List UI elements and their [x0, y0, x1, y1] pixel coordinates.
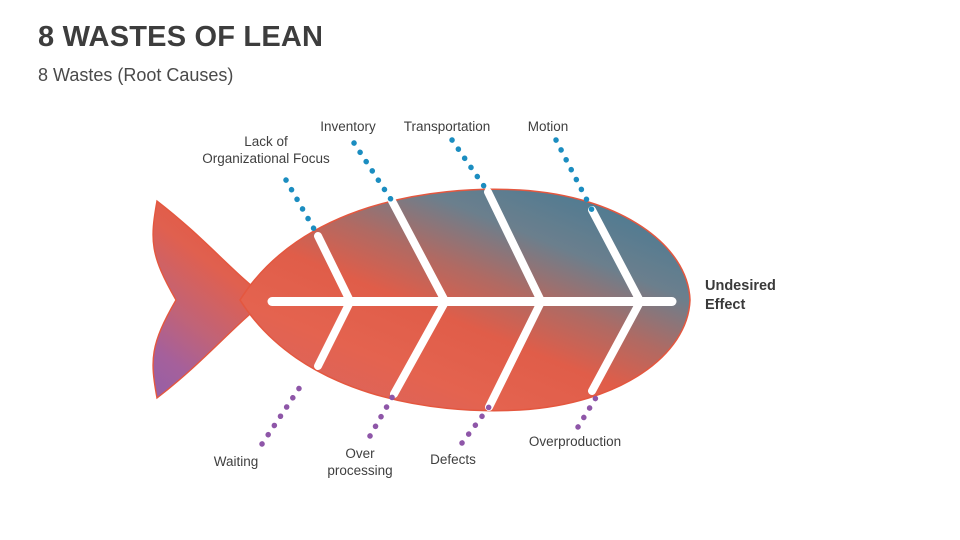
rib-lack-of-organizational-focus	[314, 232, 354, 305]
connector-motion	[553, 137, 595, 213]
connector-overproduction	[575, 388, 603, 430]
connector-over-processing	[367, 391, 397, 439]
connector-inventory	[351, 140, 395, 204]
cause-label-transportation[interactable]: Transportation	[403, 119, 491, 134]
cause-label-lack-of-organizational-focus[interactable]: Lack of Organizational Focus	[202, 134, 330, 166]
cause-label-overproduction[interactable]: Overproduction	[528, 434, 622, 449]
rib-waiting	[314, 298, 354, 370]
connector-transportation	[449, 137, 491, 195]
fish-tail	[152, 199, 270, 400]
cause-label-defects[interactable]: Defects	[430, 452, 476, 467]
rib-motion	[588, 206, 644, 305]
effect-label: Undesired Effect	[705, 278, 776, 313]
connector-lack-of-organizational-focus	[283, 177, 321, 239]
rib-over-processing	[390, 298, 449, 398]
rib-overproduction	[588, 298, 644, 395]
cause-label-inventory[interactable]: Inventory	[320, 119, 376, 134]
cause-label-waiting[interactable]: Waiting	[213, 454, 259, 469]
rib-defects	[485, 298, 545, 411]
rib-inventory	[388, 197, 449, 305]
page-title: 8 WASTES OF LEAN	[38, 21, 324, 53]
cause-label-motion[interactable]: Motion	[527, 119, 569, 134]
slide-header: 8 WASTES OF LEAN 8 Wastes (Root Causes)	[38, 20, 738, 87]
page-subtitle: 8 Wastes (Root Causes)	[38, 65, 234, 85]
connector-defects	[459, 404, 492, 446]
cause-label-over-processing[interactable]: Over processing	[327, 446, 393, 478]
connector-waiting	[259, 384, 303, 447]
rib-transportation	[484, 188, 545, 305]
